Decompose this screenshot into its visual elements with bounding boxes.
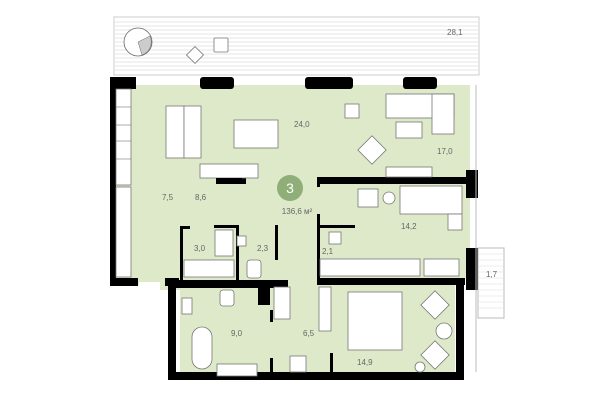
kitchen-furniture [115,88,279,186]
bathroom-furniture [181,229,307,377]
kitchen-area: 24,0 [294,120,310,129]
terrace [113,16,480,76]
total-area: 136,6 м² [282,207,313,216]
wc-area: 2,3 [257,244,269,253]
living-furniture [344,93,455,178]
corridor-area: 8,6 [195,193,207,202]
wardrobe-area: 2,1 [322,247,334,256]
room-count: 3 [286,180,294,196]
terrace-area: 28,1 [447,28,463,37]
balcony [475,85,505,372]
hall2-area: 6,5 [303,329,315,338]
laundry-area: 3,0 [194,244,206,253]
hall-wardrobe [115,186,132,278]
bathroom-area: 9,0 [231,329,243,338]
bedroom-furniture [319,185,463,277]
hallway-area: 7,5 [162,193,174,202]
living-area: 17,0 [437,147,453,156]
room-count-badge: 3 136,6 м² [277,175,313,216]
master-bedroom-area: 14,9 [357,358,373,367]
bedroom-area: 14,2 [401,222,417,231]
master-bedroom-furniture [318,286,453,373]
balcony-area: 1,7 [486,270,498,279]
room-labels: 28,1 24,0 17,0 7,5 8,6 14,2 2,1 3,0 2,3 … [162,28,498,367]
